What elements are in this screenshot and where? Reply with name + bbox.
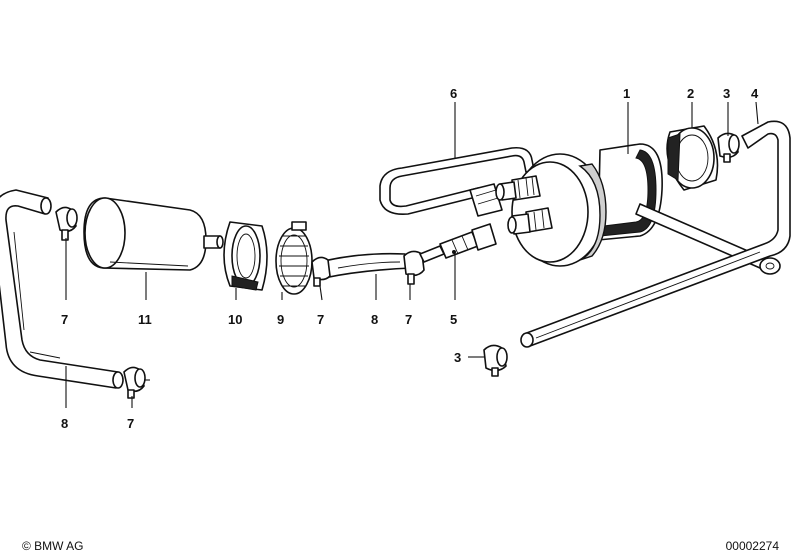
fuel-pump-1 [495, 143, 663, 267]
callout-8-middle: 8 [371, 312, 378, 327]
hose-clamp-7-middle-right [403, 245, 445, 285]
hose-left [0, 189, 124, 389]
hose-middle-8 [319, 252, 413, 279]
fuel-filter-11 [83, 197, 224, 271]
callout-4: 4 [751, 86, 759, 101]
callout-3-bottom: 3 [454, 350, 461, 365]
callout-10: 10 [228, 312, 242, 327]
leader-lines [65, 101, 759, 408]
rubber-ring-10 [223, 221, 268, 291]
callout-6: 6 [450, 86, 457, 101]
callout-5: 5 [450, 312, 457, 327]
mounting-strap [635, 203, 781, 275]
callout-1: 1 [623, 86, 630, 101]
callout-9: 9 [277, 312, 284, 327]
fuel-line-6 [379, 146, 535, 217]
callout-7-middle-right: 7 [405, 312, 412, 327]
copyright-label: © BMW AG [22, 539, 84, 553]
pipe-connector-5 [439, 223, 497, 259]
callout-2: 2 [687, 86, 694, 101]
hose-clamp-7-bottom-left [123, 366, 150, 399]
hose-clamp-3-bottom [483, 344, 508, 377]
callout-8-left: 8 [61, 416, 68, 431]
hose-clamp-7-top-left [55, 206, 78, 241]
callout-3-top: 3 [723, 86, 730, 101]
callout-7-left: 7 [61, 312, 68, 327]
callout-11: 11 [138, 312, 152, 327]
callout-labels: 1 2 3 3 4 5 6 7 7 7 7 8 8 9 10 11 [61, 86, 759, 431]
hose-clamp-9 [275, 221, 313, 295]
hose-clamp-3-top-right [717, 132, 740, 163]
document-number: 00002274 [725, 539, 779, 553]
hose-4 [520, 120, 791, 348]
callout-7-middle-left: 7 [317, 312, 324, 327]
rubber-ring-2 [666, 125, 719, 191]
hose-clamp-7-middle-left [311, 256, 331, 287]
callout-7-bottom: 7 [127, 416, 134, 431]
